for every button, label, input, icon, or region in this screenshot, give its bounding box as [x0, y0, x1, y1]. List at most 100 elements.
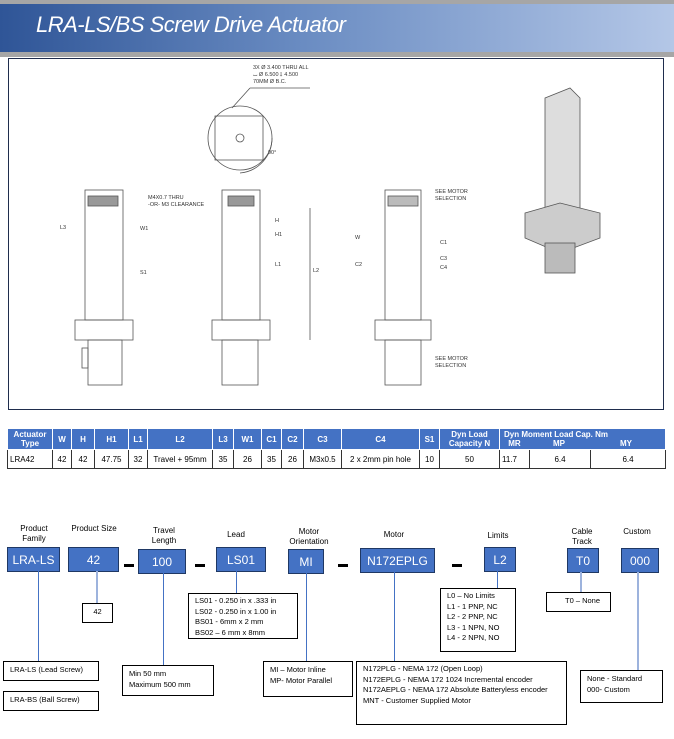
- dim-l2: L2: [313, 268, 320, 274]
- field-motor-orientation[interactable]: MI: [288, 549, 324, 574]
- field-product-size[interactable]: 42: [68, 547, 119, 572]
- divider: [0, 52, 674, 57]
- field-limits[interactable]: L2: [484, 547, 516, 572]
- field-travel-length[interactable]: 100: [138, 549, 186, 574]
- cable-option-box: T0 – None: [546, 592, 611, 612]
- label-custom: Custom: [623, 527, 651, 536]
- option-text: 000- Custom: [587, 685, 630, 694]
- spec-table: Actuator Type W H H1 L1 L2 L3 W1 C1 C2 C…: [7, 428, 666, 469]
- col-header: H1: [94, 428, 129, 450]
- label-motor: Motor: [383, 530, 405, 539]
- see-motor-top: SEE MOTOR SELECTION: [435, 189, 468, 203]
- label-limits: Limits: [487, 531, 509, 540]
- col-header: W1: [233, 428, 262, 450]
- cell: 10: [419, 449, 440, 469]
- callout-line: 70MM Ø B.C.: [253, 79, 287, 85]
- connector-line: [497, 571, 498, 588]
- field-lead[interactable]: LS01: [216, 547, 266, 572]
- option-text: BS01 - 6mm x 2 mm: [195, 617, 264, 626]
- cell: M3x0.5: [303, 449, 342, 469]
- callout-line: SEE MOTOR: [435, 356, 468, 362]
- connector-line: [96, 571, 98, 603]
- field-custom[interactable]: 000: [621, 548, 659, 573]
- option-text: L1 - 1 PNP, NC: [447, 601, 498, 611]
- side-view-body: [221, 189, 261, 321]
- callout-line: M4X0.7 THRU: [148, 195, 184, 201]
- col-header: L2: [147, 428, 213, 450]
- cell: 35: [261, 449, 282, 469]
- option-text: BS02 – 6 mm x 8mm: [195, 627, 266, 637]
- connector-line: [163, 572, 164, 665]
- option-text: N172PLG - NEMA 172 (Open Loop): [363, 664, 483, 673]
- label-product-size: Product Size: [71, 524, 117, 533]
- front-view-body: [84, 189, 124, 321]
- limits-option-box: L0 – No Limits L1 - 1 PNP, NC L2 - 2 PNP…: [440, 588, 516, 652]
- col-header: C3: [303, 428, 342, 450]
- separator-dash: [195, 564, 205, 567]
- dim-s1: S1: [140, 270, 147, 276]
- option-text: N172AEPLG - NEMA 172 Absolute Batteryles…: [363, 685, 548, 694]
- cell: 26: [281, 449, 304, 469]
- moment-title: Dyn Moment Load Cap. Nm: [504, 430, 609, 439]
- col-header: C1: [261, 428, 282, 450]
- option-text: None - Standard: [587, 674, 643, 683]
- see-motor-bottom: SEE MOTOR SELECTION: [435, 356, 468, 370]
- dim-c3: C3: [440, 256, 448, 262]
- option-text: Maximum 500 mm: [129, 680, 191, 689]
- callout-line: SELECTION: [435, 363, 467, 369]
- technical-drawing: [74, 87, 601, 386]
- cell: 35: [212, 449, 234, 469]
- connector-line: [580, 572, 582, 592]
- sub-header: MY: [620, 439, 632, 448]
- label-travel-length: Travel Length: [151, 526, 177, 545]
- field-product-family[interactable]: LRA-LS: [7, 547, 60, 572]
- page-title: LRA-LS/BS Screw Drive Actuator: [36, 12, 346, 37]
- family-option-box: LRA-BS (Ball Screw): [3, 691, 99, 711]
- connector-line: [306, 572, 307, 662]
- col-header: Actuator Type: [7, 428, 53, 450]
- angle-label: 90°: [268, 150, 277, 156]
- orientation-option-box: MI – Motor Inline MP- Motor Parallel: [263, 661, 353, 697]
- dim-w: W: [355, 235, 361, 241]
- separator-dash: [452, 564, 462, 567]
- dim-c1: C1: [440, 240, 448, 246]
- option-text: L0 – No Limits: [447, 591, 495, 600]
- lead-option-box: LS01 - 0.250 in x .333 in LS02 - 0.250 i…: [188, 593, 298, 639]
- dim-c2: C2: [355, 262, 363, 268]
- option-text: N172EPLG - NEMA 172 1024 Incremental enc…: [363, 674, 533, 684]
- dim-c4: C4: [440, 265, 448, 271]
- label-motor-orientation: Motor Orientation: [289, 527, 329, 546]
- separator-dash: [124, 564, 134, 567]
- option-text: L3 - 1 NPN, NO: [447, 622, 500, 632]
- separator-dash: [338, 564, 348, 567]
- col-header: W: [52, 428, 72, 450]
- col-header: L3: [212, 428, 234, 450]
- dim-h1: H1: [275, 232, 283, 238]
- field-cable-track[interactable]: T0: [567, 548, 599, 573]
- col-header: L1: [128, 428, 148, 450]
- field-motor[interactable]: N172EPLG: [360, 548, 435, 573]
- cell: 26: [233, 449, 262, 469]
- table-header-row: Actuator Type W H H1 L1 L2 L3 W1 C1 C2 C…: [7, 428, 666, 450]
- option-text: MI – Motor Inline: [270, 665, 326, 674]
- label-cable-track: Cable Track: [571, 527, 593, 546]
- cell: 2 x 2mm pin hole: [341, 449, 420, 469]
- isometric-view: [544, 87, 581, 219]
- option-text: LRA-BS (Ball Screw): [10, 695, 80, 704]
- dim-l1: L1: [275, 262, 282, 268]
- top-strip: [0, 0, 674, 4]
- option-text: LRA-LS (Lead Screw): [10, 665, 83, 674]
- col-header: S1: [419, 428, 440, 450]
- connector-line: [236, 571, 237, 593]
- option-text: 42: [93, 607, 102, 616]
- option-text: MP- Motor Parallel: [270, 676, 333, 685]
- connector-line: [38, 571, 39, 681]
- m4-callout: M4X0.7 THRU -OR- M3 CLEARANCE: [148, 195, 204, 209]
- cell: Travel + 95mm: [147, 449, 213, 469]
- cell: 42: [71, 449, 95, 469]
- end-view-body: [384, 189, 422, 321]
- drawing-frame: [8, 58, 664, 410]
- label-product-family: Product Family: [20, 524, 48, 543]
- callout-line: 3X Ø 3.400 THRU ALL: [253, 65, 309, 71]
